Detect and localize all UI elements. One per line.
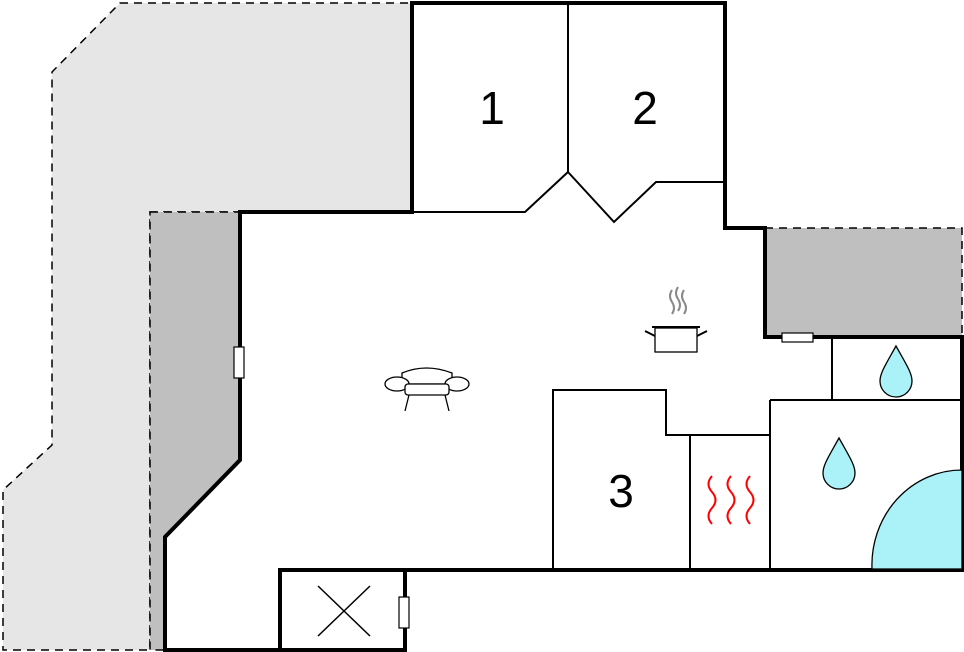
sofa-icon — [384, 367, 470, 412]
terrace-light — [2, 2, 413, 651]
cooking-pot-icon — [644, 286, 708, 353]
window-icon — [781, 332, 814, 343]
storage-room — [278, 568, 407, 652]
room-label-1: 1 — [479, 82, 505, 134]
wall-room-2-lower — [567, 171, 725, 224]
void-cross-icon — [317, 585, 371, 637]
room-label-2: 2 — [632, 82, 658, 134]
window-icon — [233, 346, 245, 379]
room-label-3: 3 — [608, 465, 634, 517]
water-drop-icon — [822, 436, 856, 490]
water-drop-icon — [879, 344, 913, 398]
sauna-heat-icon — [707, 475, 755, 525]
bath-tub-icon — [871, 469, 963, 570]
terrace-dark-right — [764, 227, 963, 338]
wall-room-1-lower — [412, 171, 569, 213]
window-icon — [398, 596, 410, 629]
wall-room-3 — [552, 389, 770, 570]
